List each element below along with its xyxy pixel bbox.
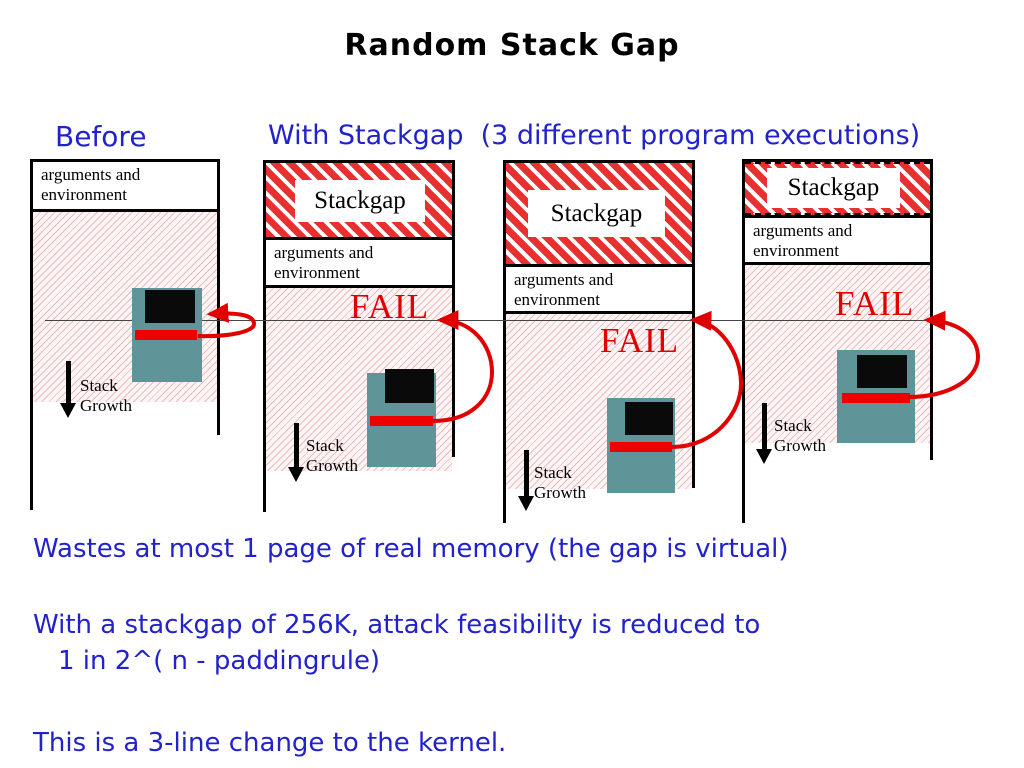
stackgap-label: Stackgap <box>528 190 665 237</box>
computer-screen <box>145 290 195 323</box>
fail-label: FAIL <box>835 284 915 323</box>
computer-icon <box>132 288 202 382</box>
column-left-border <box>30 159 33 510</box>
stackgap-box: Stackgap <box>266 163 452 240</box>
page-title: Random Stack Gap <box>344 28 680 63</box>
computer-screen <box>625 402 673 435</box>
fail-label: FAIL <box>350 287 430 326</box>
stack-growth-arrowhead-icon <box>288 467 304 482</box>
args-env-box: arguments and environment <box>506 267 692 314</box>
stack-growth-arrowhead-icon <box>518 496 534 511</box>
column-top-border <box>742 159 933 162</box>
note-line: This is a 3-line change to the kernel. <box>33 728 507 758</box>
with-stackgap-label: With Stackgap (3 different program execu… <box>268 120 921 151</box>
note-line: With a stackgap of 256K, attack feasibil… <box>33 610 761 640</box>
stackgap-box: Stackgap <box>506 163 692 267</box>
column-left-border <box>503 160 506 523</box>
column-top-border <box>263 160 455 163</box>
column-right-border <box>692 160 695 488</box>
computer-icon <box>367 369 436 467</box>
computer-icon <box>837 350 915 443</box>
computer-red-bar <box>370 416 433 426</box>
note-line: 1 in 2^( n - paddingrule) <box>58 646 381 676</box>
computer-screen <box>385 369 434 403</box>
fail-label: FAIL <box>600 321 680 360</box>
stackgap-box: Stackgap <box>745 162 930 215</box>
column-right-border <box>217 159 220 435</box>
computer-red-bar <box>135 330 197 340</box>
column-left-border <box>742 159 745 523</box>
stack-growth-label: Stack Growth <box>306 436 358 475</box>
stack-growth-arrow-icon <box>524 450 529 498</box>
stack-growth-label: Stack Growth <box>774 416 826 455</box>
args-env-box: arguments and environment <box>266 240 452 288</box>
note-line: Wastes at most 1 page of real memory (th… <box>33 534 789 564</box>
column-top-border <box>30 159 220 162</box>
column-right-border <box>452 160 455 457</box>
before-label: Before <box>55 120 147 153</box>
stack-growth-arrowhead-icon <box>60 403 76 418</box>
stack-growth-label: Stack Growth <box>534 463 586 502</box>
computer-screen <box>857 355 907 388</box>
stack-growth-arrow-icon <box>66 361 71 405</box>
args-env-box: arguments and environment <box>33 162 217 212</box>
stack-growth-arrowhead-icon <box>756 449 772 464</box>
column-left-border <box>263 160 266 512</box>
column-right-border <box>930 159 933 460</box>
stack-growth-arrow-icon <box>294 423 299 469</box>
computer-icon <box>607 398 675 493</box>
stack-growth-arrow-icon <box>762 403 767 451</box>
stack-growth-label: Stack Growth <box>80 376 132 415</box>
stackgap-label: Stackgap <box>767 168 900 208</box>
column-top-border <box>503 160 695 163</box>
args-env-box: arguments and environment <box>745 215 930 265</box>
computer-red-bar <box>842 393 910 403</box>
computer-red-bar <box>610 442 672 452</box>
stackgap-label: Stackgap <box>295 180 425 222</box>
